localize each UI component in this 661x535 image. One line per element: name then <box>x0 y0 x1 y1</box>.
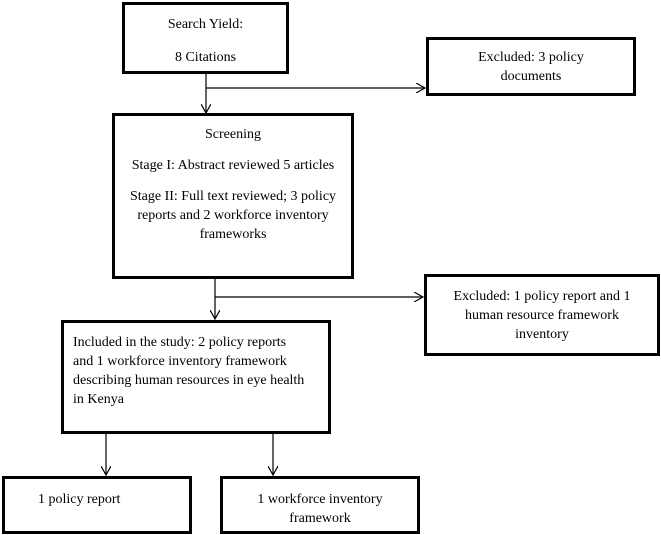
included-line-3: describing human resources in eye health <box>73 373 305 388</box>
excluded-documents-line-1: Excluded: 3 policy <box>478 50 584 65</box>
excluded-report-line-3: inventory <box>515 327 569 342</box>
included-line-2: and 1 workforce inventory framework <box>73 354 287 369</box>
excluded-report-box: Excluded: 1 policy report and 1 human re… <box>424 274 660 356</box>
included-study-box: Included in the study: 2 policy reports … <box>61 320 331 434</box>
workforce-framework-box: 1 workforce inventory framework <box>220 476 420 534</box>
stage-one-text: Stage I: Abstract reviewed 5 articles <box>131 158 335 173</box>
screening-title: Screening <box>205 127 261 142</box>
screening-box: Screening Stage I: Abstract reviewed 5 a… <box>112 113 354 279</box>
stage-two-line-1: Stage II: Full text reviewed; 3 policy <box>129 189 337 204</box>
workforce-framework-line-2: framework <box>289 511 351 526</box>
policy-report-box: 1 policy report <box>2 476 192 534</box>
policy-report-label: 1 policy report <box>38 492 121 507</box>
stage-two-line-2: reports and 2 workforce inventory <box>137 208 329 223</box>
search-yield-box: Search Yield: 8 Citations <box>122 2 289 74</box>
included-line-1: Included in the study: 2 policy reports <box>73 335 287 350</box>
citations-count: 8 Citations <box>174 50 237 65</box>
excluded-documents-line-2: documents <box>500 69 562 84</box>
search-yield-label: Search Yield: <box>167 17 244 32</box>
stage-two-line-3: frameworks <box>199 227 267 242</box>
excluded-report-line-1: Excluded: 1 policy report and 1 <box>453 289 631 304</box>
excluded-documents-box: Excluded: 3 policy documents <box>426 37 636 96</box>
included-line-4: in Kenya <box>73 392 124 407</box>
excluded-report-line-2: human resource framework <box>465 308 619 323</box>
workforce-framework-line-1: 1 workforce inventory <box>257 492 383 507</box>
